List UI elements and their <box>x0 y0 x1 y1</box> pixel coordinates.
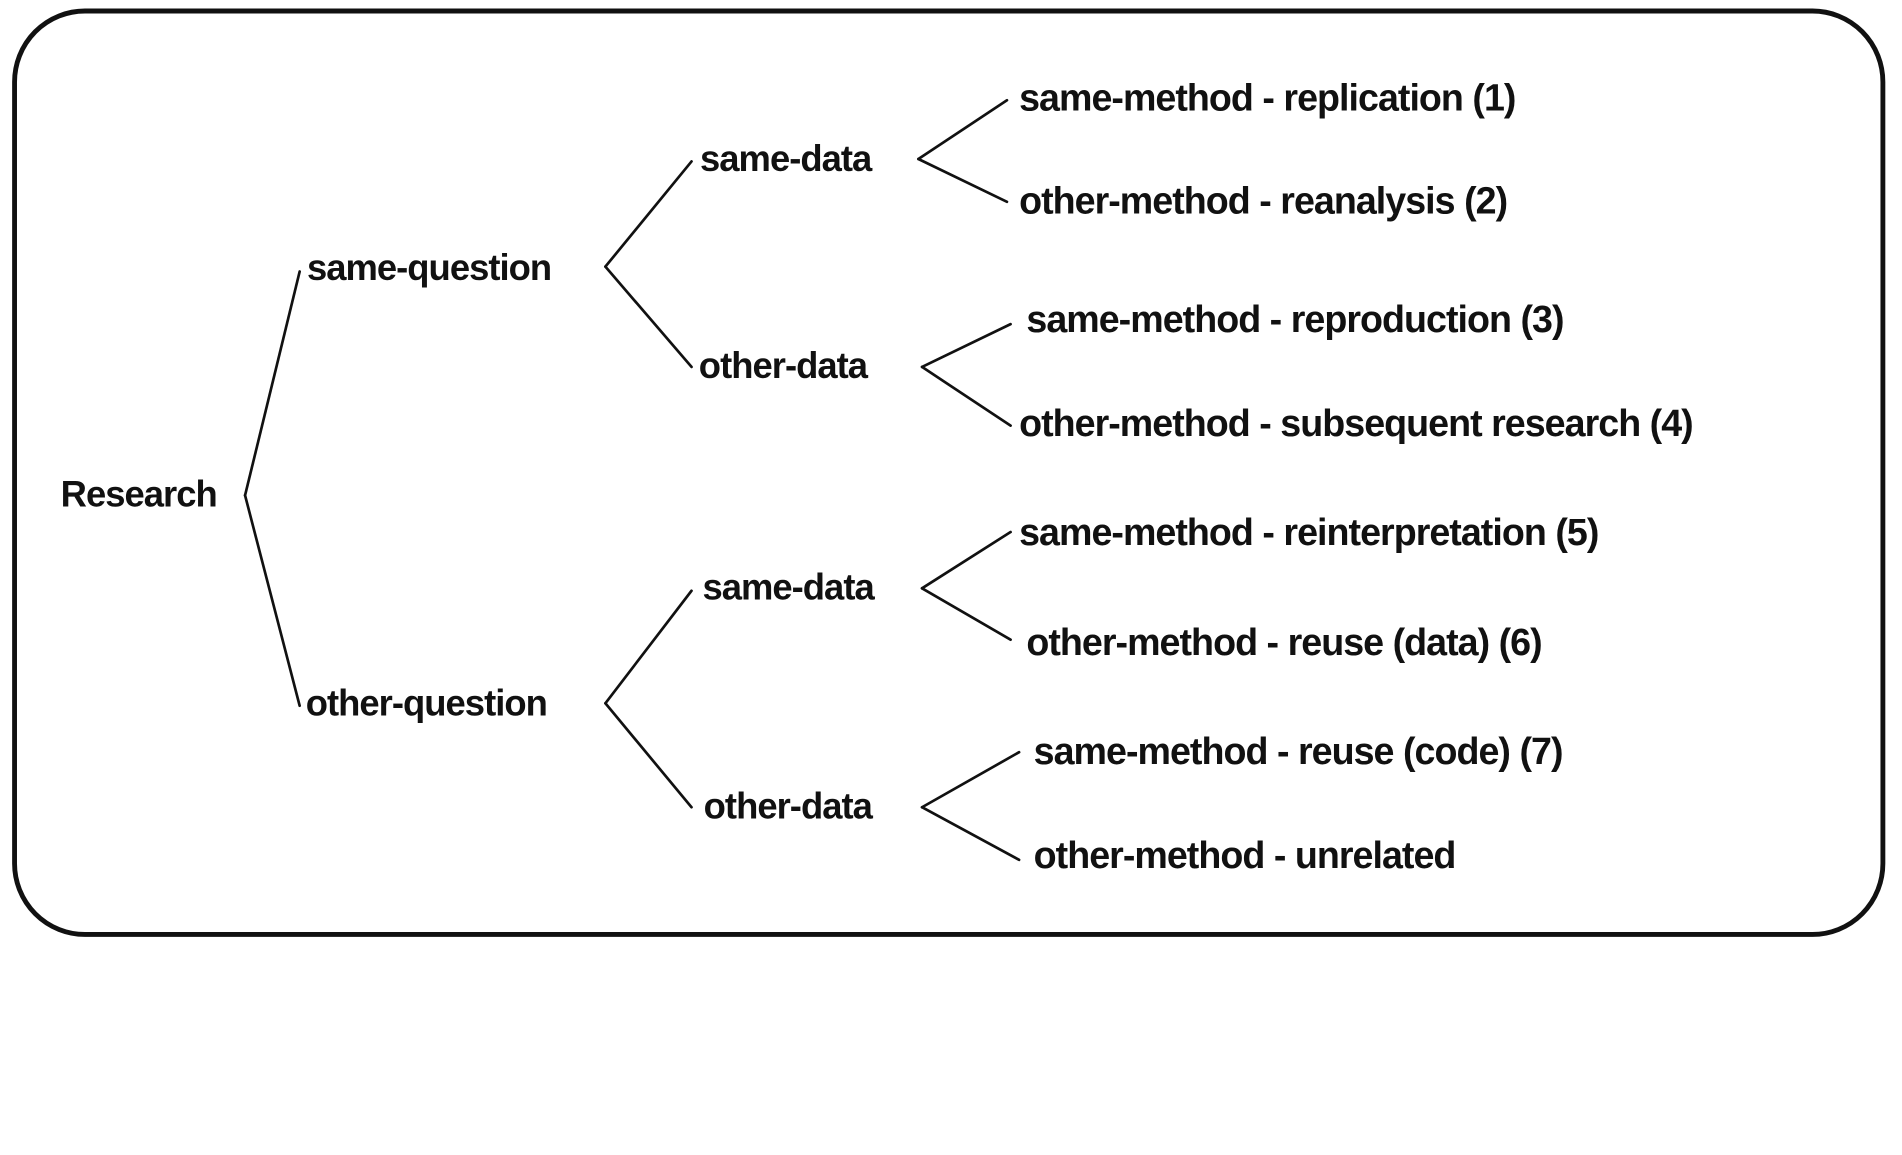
edge-sd1-leaf1 <box>917 98 1009 161</box>
node-same-question: same-question <box>306 248 552 289</box>
leaf-reinterpretation: same-method - reinterpretation (5) <box>1019 510 1599 554</box>
edge-root-same-question <box>243 270 301 497</box>
edge-od2-leaf8 <box>920 805 1021 862</box>
node-other-data-2: other-data <box>703 786 873 827</box>
leaf-replication: same-method - replication (1) <box>1019 76 1516 120</box>
edge-root-other-question <box>243 494 301 708</box>
edge-sq-other-data <box>604 265 693 369</box>
edge-oq-other-data <box>604 701 693 809</box>
edge-sd1-leaf2 <box>917 157 1009 204</box>
rounded-frame <box>12 8 1886 937</box>
leaf-reuse-data: other-method - reuse (data) (6) <box>1026 620 1542 664</box>
edge-sd2-leaf5 <box>920 530 1012 590</box>
node-other-data-1: other-data <box>698 346 868 387</box>
node-root: Research <box>60 474 218 515</box>
leaf-subsequent-research: other-method - subsequent research (4) <box>1019 401 1694 445</box>
edge-od2-leaf7 <box>920 750 1021 809</box>
edge-sd2-leaf6 <box>920 586 1012 642</box>
leaf-reuse-code: same-method - reuse (code) (7) <box>1033 729 1564 773</box>
leaf-reanalysis: other-method - reanalysis (2) <box>1019 179 1508 222</box>
node-other-question: other-question <box>305 683 548 725</box>
leaf-unrelated: other-method - unrelated <box>1033 833 1457 877</box>
edge-oq-same-data <box>604 589 693 705</box>
leaf-reproduction: same-method - reproduction (3) <box>1026 297 1564 341</box>
node-same-data-1: same-data <box>700 139 872 180</box>
edge-od1-leaf3 <box>920 322 1012 369</box>
node-same-data-2: same-data <box>702 567 874 608</box>
edge-od1-leaf4 <box>920 365 1012 427</box>
edge-sq-same-data <box>604 160 693 268</box>
tree-edges <box>243 98 1021 862</box>
